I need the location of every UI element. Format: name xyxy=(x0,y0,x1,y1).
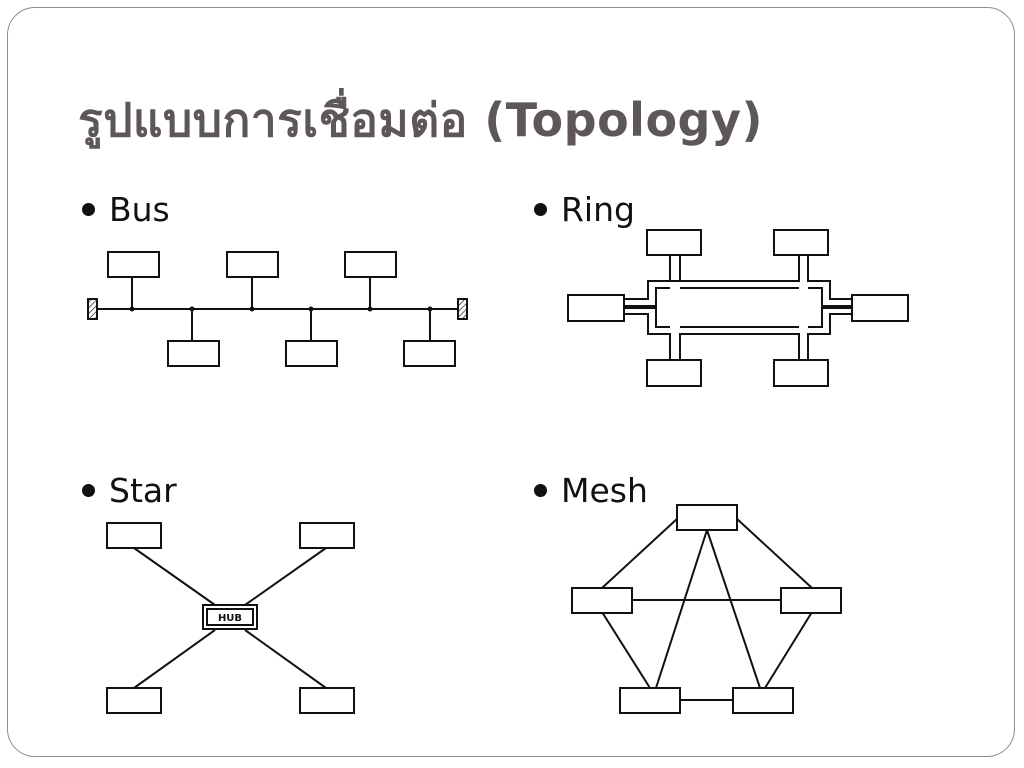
star-link xyxy=(133,547,216,606)
bus-node xyxy=(167,340,220,367)
bus-node xyxy=(285,340,338,367)
star-hub-inner xyxy=(206,608,254,626)
bullet-dot xyxy=(82,484,95,497)
ring-node xyxy=(646,359,702,387)
bullet-dot xyxy=(534,484,547,497)
ring-node xyxy=(773,229,829,256)
ring-node xyxy=(851,294,909,322)
slide-frame xyxy=(7,7,1015,757)
mesh-node xyxy=(619,687,681,714)
bus-node xyxy=(403,340,456,367)
bus-junction xyxy=(129,306,135,312)
bus-junction xyxy=(427,306,433,312)
bus-node xyxy=(107,251,160,278)
mesh-link xyxy=(764,611,813,689)
bullet-mesh: Mesh xyxy=(534,471,648,510)
star-label: Star xyxy=(109,471,177,510)
bullet-bus: Bus xyxy=(82,190,170,229)
bus-junction xyxy=(189,306,195,312)
bullet-dot xyxy=(82,203,95,216)
mesh-link xyxy=(706,529,761,689)
mesh-node xyxy=(732,687,794,714)
bullet-ring: Ring xyxy=(534,190,635,229)
ring-label: Ring xyxy=(561,190,635,229)
star-node xyxy=(106,687,162,714)
mesh-link xyxy=(601,611,651,689)
star-node xyxy=(299,522,355,549)
bullet-dot xyxy=(534,203,547,216)
mesh-node xyxy=(780,587,842,614)
mesh-node xyxy=(676,504,738,531)
ring-node xyxy=(567,294,625,322)
star-link xyxy=(244,547,327,606)
slide-title: รูปแบบการเชื่อมต่อ (Topology) xyxy=(78,93,763,147)
bus-junction xyxy=(367,306,373,312)
ring-node xyxy=(646,229,702,256)
bullet-star: Star xyxy=(82,471,177,510)
star-node xyxy=(299,687,355,714)
star-node xyxy=(106,522,162,549)
bus-label: Bus xyxy=(109,190,170,229)
mesh-link xyxy=(655,529,708,689)
mesh-label: Mesh xyxy=(561,471,648,510)
bus-terminator-left xyxy=(87,298,98,320)
bus-terminator-right xyxy=(457,298,468,320)
hub-label: HUB xyxy=(218,613,242,624)
bus-junction xyxy=(249,306,255,312)
bus-node xyxy=(226,251,279,278)
star-link xyxy=(244,629,327,689)
ring-node xyxy=(773,359,829,387)
mesh-node xyxy=(571,587,633,614)
ring-inner-path xyxy=(624,287,852,328)
mesh-link xyxy=(601,517,679,589)
ring-outer-path xyxy=(624,255,852,360)
bus-node xyxy=(344,251,397,278)
bus-junction xyxy=(308,306,314,312)
mesh-link xyxy=(735,517,813,589)
star-link xyxy=(133,629,216,689)
